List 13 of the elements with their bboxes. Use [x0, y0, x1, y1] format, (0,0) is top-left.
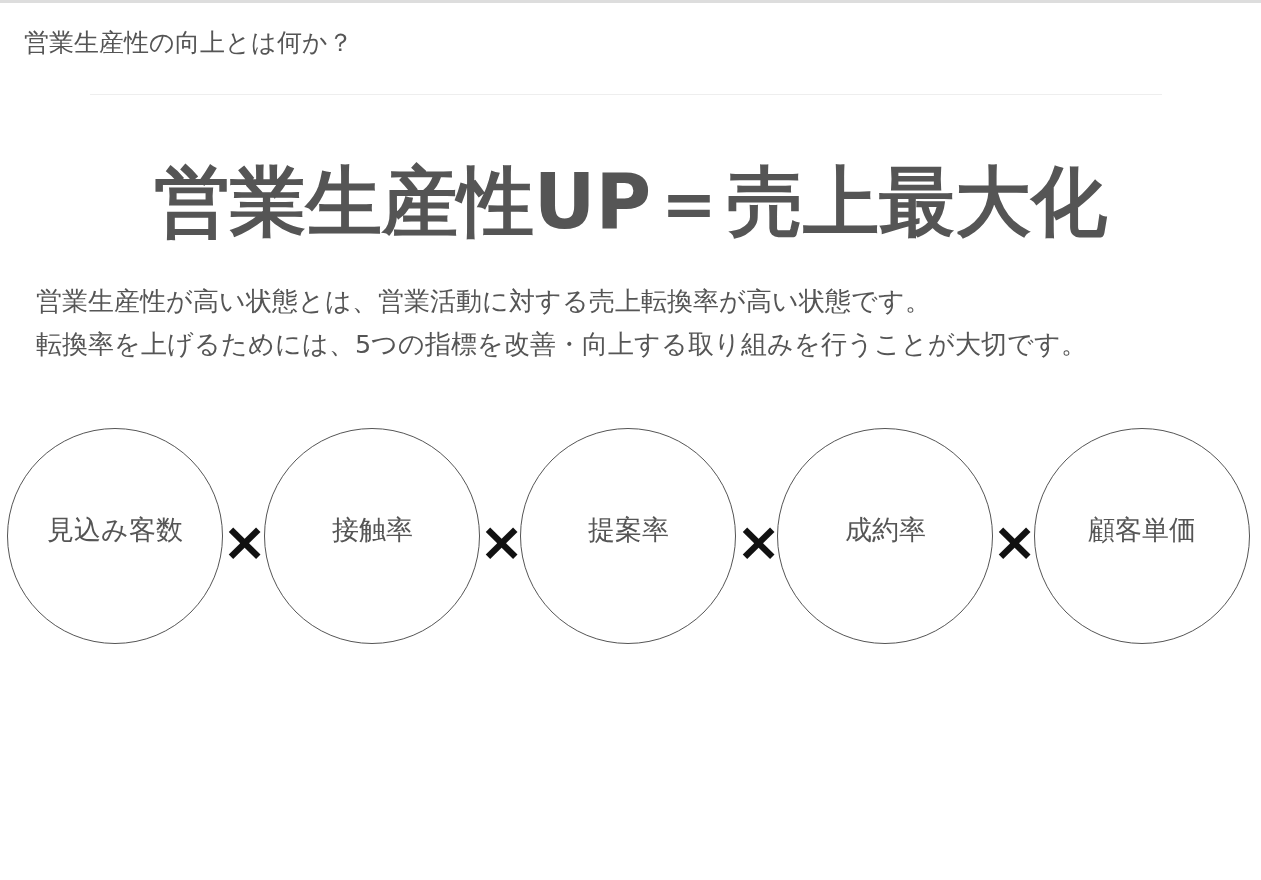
multiply-sign: × [992, 515, 1036, 569]
multiply-sign: × [479, 515, 523, 569]
multiply-sign: × [736, 515, 780, 569]
node-label: 提案率 [587, 513, 669, 547]
description-text: 転換率を上げるためには、5つの指標を改善・向上する取り組みを行うことが大切です。 [36, 329, 1088, 360]
multiply-sign: × [222, 515, 266, 569]
node-label: 成約率 [844, 513, 926, 547]
node-label: 見込み客数 [47, 513, 183, 547]
node-label: 顧客単価 [1088, 513, 1196, 547]
description-text: 営業生産性が高い状態とは、営業活動に対する売上転換率が高い状態です。 [36, 286, 931, 317]
node-label: 接触率 [331, 513, 413, 547]
main-heading: 営業生産性UP＝売上最大化 [152, 160, 1109, 244]
page-title: 営業生産性の向上とは何か？ [24, 27, 353, 59]
